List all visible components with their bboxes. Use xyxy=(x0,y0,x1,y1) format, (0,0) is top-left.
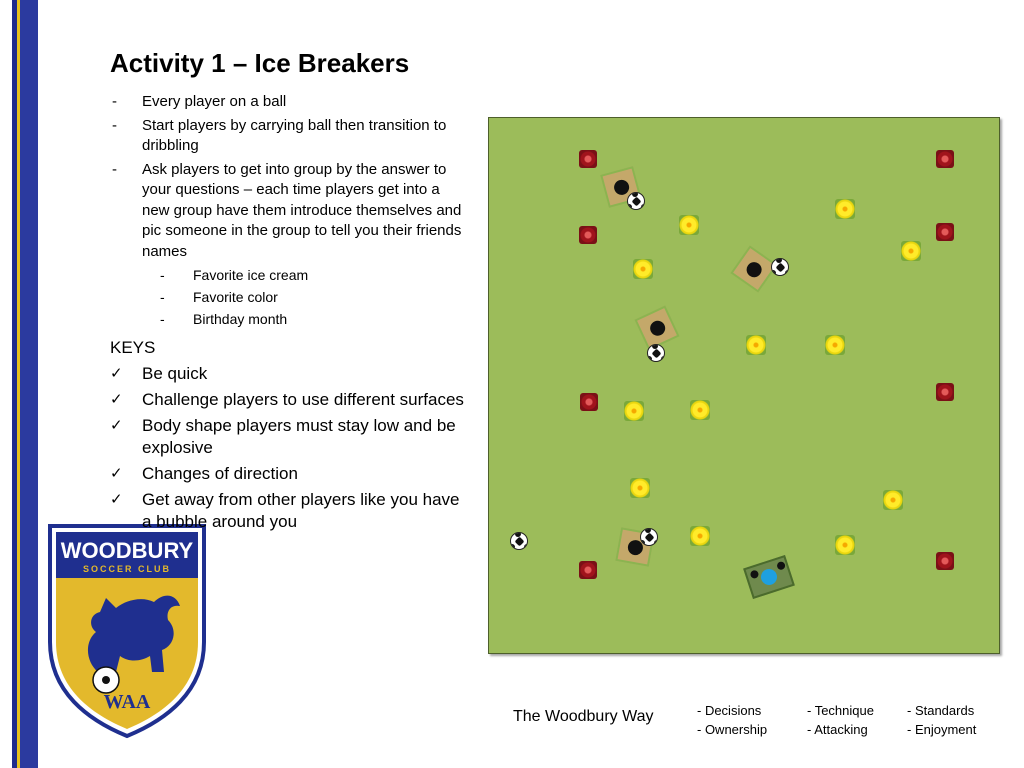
activity-bullets: -Every player on a ball -Start players b… xyxy=(110,92,470,533)
yellow-cone-icon xyxy=(633,259,653,279)
red-cone-icon xyxy=(936,223,954,241)
logo-name-text: WOODBURY xyxy=(61,538,194,563)
yellow-cone-icon xyxy=(630,478,650,498)
bullet-item: -Ask players to get into group by the an… xyxy=(112,160,462,260)
footer-values-col2: - Technique - Attacking xyxy=(807,703,874,737)
left-border-blue-band xyxy=(20,0,38,768)
bullet-dash: - xyxy=(160,267,165,283)
sub-bullet-item: -Birthday month xyxy=(160,311,288,327)
key-item: ✓Body shape players must stay low and be… xyxy=(110,416,456,457)
red-cone-icon xyxy=(579,226,597,244)
yellow-cone-icon xyxy=(835,199,855,219)
training-field-diagram xyxy=(488,117,1000,654)
red-cone-icon xyxy=(936,383,954,401)
bullet-item: -Every player on a ball xyxy=(110,92,470,113)
left-border-stripe xyxy=(12,0,17,768)
bullet-item: -Start players by carrying ball then tra… xyxy=(112,116,447,155)
check-icon: ✓ xyxy=(110,491,123,508)
ball-icon xyxy=(627,192,645,210)
yellow-cone-icon xyxy=(835,535,855,555)
check-icon: ✓ xyxy=(110,391,123,408)
check-icon: ✓ xyxy=(110,417,123,434)
red-cone-icon xyxy=(936,552,954,570)
footer-tagline: The Woodbury Way xyxy=(513,708,654,725)
check-icon: ✓ xyxy=(110,365,123,382)
ball-icon xyxy=(510,532,528,550)
logo-subtitle-text: SOCCER CLUB xyxy=(83,564,171,574)
bullet-dash: - xyxy=(112,93,117,110)
sub-bullet-item: -Favorite color xyxy=(160,289,278,305)
check-icon: ✓ xyxy=(110,465,123,482)
ball-icon xyxy=(647,344,665,362)
yellow-cone-icon xyxy=(679,215,699,235)
bullet-dash: - xyxy=(160,311,165,327)
yellow-cone-icon xyxy=(883,490,903,510)
logo-header-band xyxy=(56,532,198,578)
red-cone-icon xyxy=(936,150,954,168)
red-cone-icon xyxy=(580,393,598,411)
red-cone-icon xyxy=(579,561,597,579)
ball-icon xyxy=(771,258,789,276)
footer-values-col1: - Decisions - Ownership xyxy=(697,703,768,737)
key-item: ✓Get away from other players like you ha… xyxy=(110,490,460,531)
yellow-cone-icon xyxy=(901,241,921,261)
yellow-cone-icon xyxy=(690,526,710,546)
goalkeeper-icon xyxy=(743,554,795,600)
key-item: ✓Challenge players to use different surf… xyxy=(110,390,464,409)
yellow-cone-icon xyxy=(746,335,766,355)
woodbury-logo: WOODBURY SOCCER CLUB WAA xyxy=(48,524,206,739)
yellow-cone-icon xyxy=(624,401,644,421)
bullet-dash: - xyxy=(112,160,117,178)
left-border-gold-stripe xyxy=(17,0,20,768)
bullet-dash: - xyxy=(112,116,117,134)
sub-bullet-item: -Favorite ice cream xyxy=(160,267,309,283)
yellow-cone-icon xyxy=(825,335,845,355)
footer-values-col3: - Standards - Enjoyment xyxy=(907,703,977,737)
red-cone-icon xyxy=(579,150,597,168)
logo-griffin-icon xyxy=(87,595,180,672)
yellow-cone-icon xyxy=(690,400,710,420)
logo-bottom-text: WAA xyxy=(104,691,151,713)
keys-heading: KEYS xyxy=(110,338,156,357)
key-item: ✓Changes of direction xyxy=(110,464,298,483)
key-item: ✓Be quick xyxy=(110,364,208,383)
slide-title: Activity 1 – Ice Breakers xyxy=(110,48,410,78)
ball-icon xyxy=(640,528,658,546)
bullet-dash: - xyxy=(160,289,165,305)
